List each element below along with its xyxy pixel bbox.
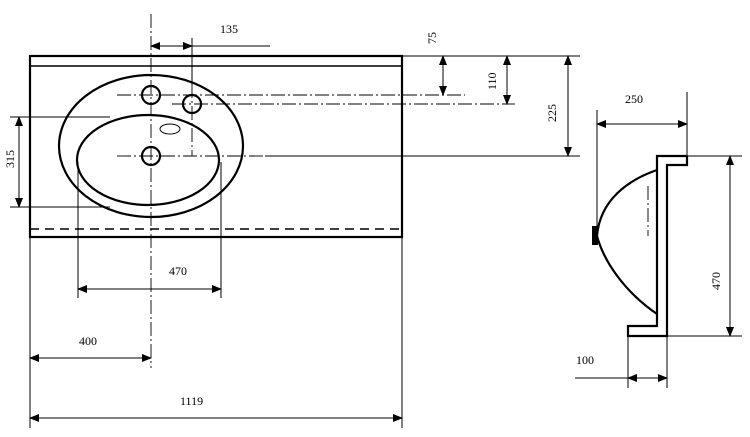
dim-label-75: 75 — [425, 32, 439, 44]
dim-label-400: 400 — [79, 334, 97, 348]
dim-label-225: 225 — [545, 104, 559, 122]
dim-label-250: 250 — [625, 92, 643, 106]
countertop-outline — [28, 54, 404, 239]
dim-label-100: 100 — [576, 353, 594, 367]
dim-label-315: 315 — [3, 150, 17, 168]
dim-label-470-height: 470 — [709, 272, 723, 290]
dim-label-470-bowl: 470 — [169, 264, 187, 278]
side-profile-outline — [626, 154, 689, 338]
side-view: 250 470 100 — [575, 92, 742, 388]
dim-label-135: 135 — [220, 22, 238, 36]
plan-view: 135 75 110 225 315 470 400 1119 — [3, 14, 580, 428]
overflow-hole — [159, 123, 181, 135]
basin-bowl — [75, 113, 221, 207]
dim-label-1119: 1119 — [180, 394, 203, 408]
side-drain-stub — [592, 226, 598, 245]
dim-label-110: 110 — [485, 72, 499, 90]
